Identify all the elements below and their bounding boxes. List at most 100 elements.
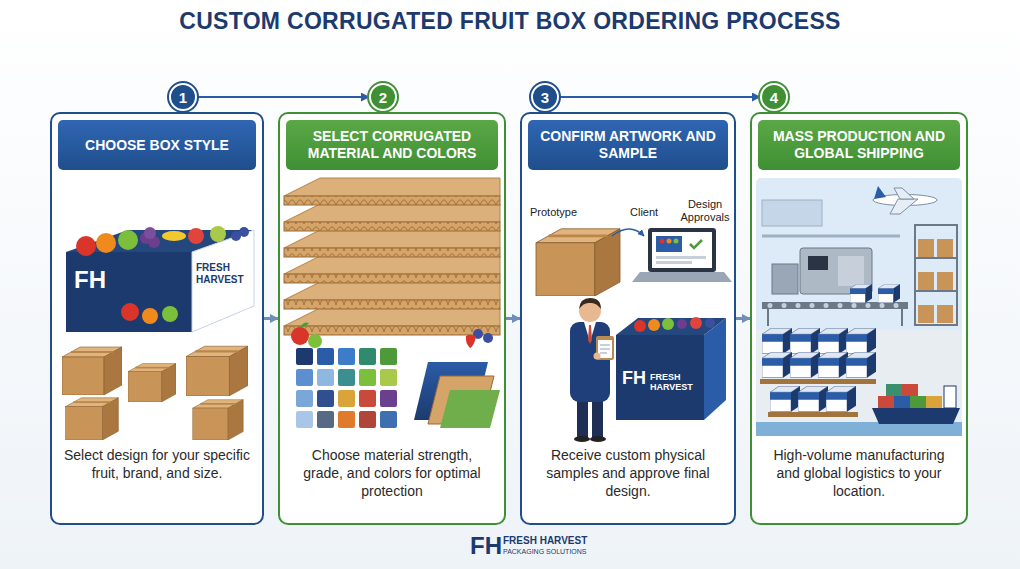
color-swatches xyxy=(380,369,397,386)
branded-box xyxy=(704,318,726,420)
fruit-box-illustration xyxy=(162,231,186,241)
client-figure xyxy=(574,436,590,442)
factory-scene xyxy=(796,303,801,308)
factory-scene xyxy=(910,396,926,408)
fruit-box-illustration xyxy=(118,230,138,250)
step-number: 4 xyxy=(770,90,778,105)
panel-ground xyxy=(50,112,264,525)
fruit-box-illustration xyxy=(121,303,139,321)
factory-scene xyxy=(772,264,798,294)
step-heading: CHOOSE BOX STYLE xyxy=(85,137,229,154)
box-brand: FRESH HARVEST xyxy=(650,372,700,393)
step-panel: Receive custom physical samples and appr… xyxy=(520,112,736,525)
fruit-box-illustration xyxy=(66,252,192,332)
color-swatches xyxy=(317,411,334,428)
step-header-band: SELECT CORRUGATED MATERIAL AND COLORS xyxy=(286,120,498,170)
factory-scene xyxy=(768,412,858,417)
factory-scene xyxy=(760,379,876,384)
color-swatches xyxy=(359,411,376,428)
factory-scene xyxy=(850,284,872,303)
color-swatches xyxy=(317,369,334,386)
factory-scene xyxy=(915,257,957,259)
corrugated-sheets xyxy=(284,308,500,326)
factory-scene xyxy=(902,384,918,396)
corrugated-sheets xyxy=(284,274,500,283)
factory-scene xyxy=(846,328,876,354)
step-number-circle: 3 xyxy=(531,83,559,111)
fruit-box-illustration xyxy=(192,230,254,332)
step-heading: MASS PRODUCTION AND GLOBAL SHIPPING xyxy=(766,128,952,162)
panel-ground xyxy=(278,112,506,525)
factory-scene xyxy=(918,272,934,290)
factory-scene xyxy=(915,290,957,292)
corrugated-sheets xyxy=(284,222,500,231)
prototype-box xyxy=(536,229,620,296)
branded-box xyxy=(662,318,674,330)
fruit-box-illustration xyxy=(188,228,204,244)
color-swatches xyxy=(296,369,313,386)
factory-scene xyxy=(918,305,934,323)
branded-box xyxy=(634,320,646,332)
callout-label: Client xyxy=(630,206,658,219)
step-number: 1 xyxy=(179,90,187,105)
flow-chevron xyxy=(736,317,750,320)
factory-scene xyxy=(838,303,843,308)
factory-scene xyxy=(872,408,960,424)
factory-scene xyxy=(937,305,953,323)
color-swatches xyxy=(296,390,313,407)
corrugated-sheets xyxy=(284,326,500,335)
factory-scene xyxy=(768,303,773,308)
factory-scene xyxy=(767,309,769,326)
fruit-icons xyxy=(483,333,493,343)
factory-scene xyxy=(838,256,864,286)
step-number-circle: 4 xyxy=(760,83,788,111)
factory-scene xyxy=(926,396,942,408)
step-number: 2 xyxy=(379,90,387,105)
factory-scene xyxy=(790,328,820,354)
factory-scene xyxy=(886,384,902,396)
client-figure xyxy=(600,345,610,346)
color-swatches xyxy=(359,369,376,386)
flow-chevron xyxy=(264,317,278,320)
step-description: Select design for your specific fruit, b… xyxy=(64,446,250,482)
color-swatches xyxy=(380,348,397,365)
factory-scene xyxy=(878,284,900,303)
factory-scene xyxy=(894,303,899,308)
callout-label: Design Approvals xyxy=(678,198,732,223)
branded-box xyxy=(677,319,687,329)
kraft-boxes xyxy=(62,346,248,440)
branded-box xyxy=(648,319,660,331)
corrugated-sheets xyxy=(284,196,500,205)
laptop xyxy=(632,272,732,282)
factory-scene xyxy=(782,303,787,308)
kraft-boxes xyxy=(193,400,243,440)
factory-scene xyxy=(756,178,962,436)
factory-scene xyxy=(874,186,886,199)
corrugated-sheets xyxy=(284,256,500,274)
panel-ground xyxy=(750,112,968,525)
corrugated-sheets xyxy=(284,282,500,300)
factory-scene xyxy=(818,352,848,378)
fruit-icons xyxy=(291,327,309,345)
factory-scene xyxy=(826,386,856,412)
kraft-boxes xyxy=(128,364,176,402)
company-tagline: PACKAGING SOLUTIONS xyxy=(503,548,587,556)
factory-scene xyxy=(866,303,871,308)
diagram-title: CUSTOM CORRUGATED FRUIT BOX ORDERING PRO… xyxy=(0,8,1020,35)
fruit-box-illustration xyxy=(66,226,254,332)
fruit-icons xyxy=(308,334,322,348)
factory-scene xyxy=(762,352,792,378)
branded-box xyxy=(690,317,702,329)
factory-scene xyxy=(756,178,962,436)
factory-scene xyxy=(880,303,885,308)
corrugated-sheets xyxy=(284,204,500,222)
client-figure xyxy=(600,349,610,350)
factory-scene xyxy=(937,272,953,290)
factory-scene xyxy=(846,352,876,378)
corrugated-sheets xyxy=(284,230,500,248)
client-figure xyxy=(590,436,606,442)
laptop xyxy=(656,261,692,264)
step-header-band: CONFIRM ARTWORK AND SAMPLE xyxy=(528,120,728,170)
factory-scene xyxy=(944,386,956,408)
client-figure xyxy=(600,353,607,354)
